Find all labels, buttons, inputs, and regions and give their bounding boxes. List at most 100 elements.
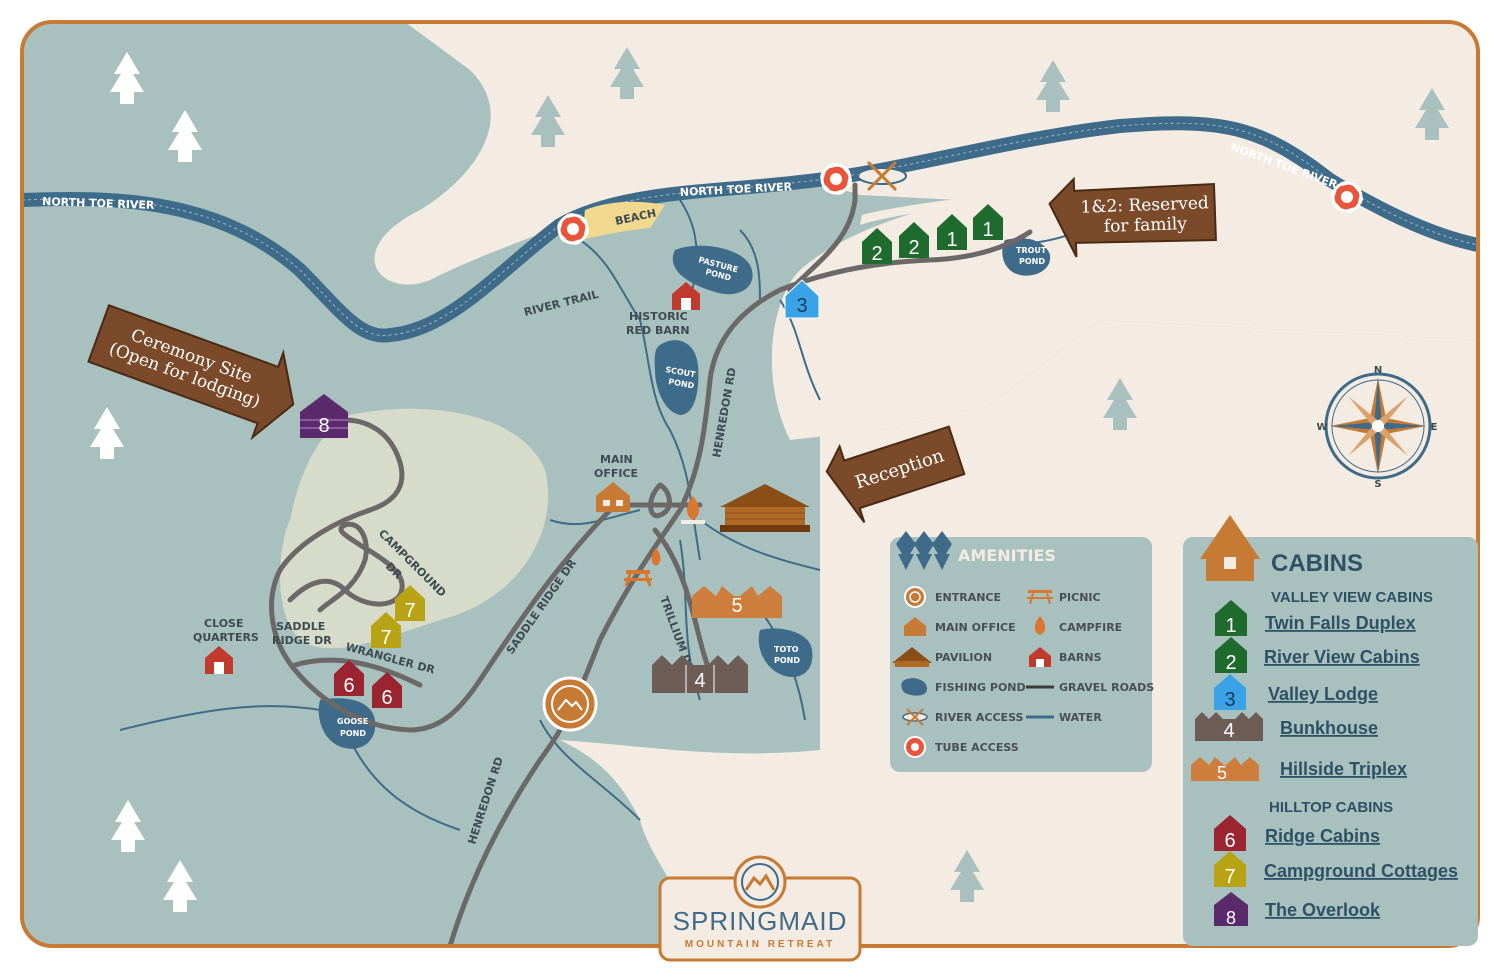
svg-text:6: 6: [343, 675, 354, 697]
svg-text:5: 5: [731, 595, 742, 617]
legend-water: WATER: [1059, 711, 1102, 724]
river-label-left: NORTH TOE RIVER: [42, 195, 155, 212]
wrangler-dr: [292, 657, 423, 688]
svg-text:4: 4: [694, 670, 705, 692]
compass-west: W: [1316, 422, 1327, 433]
trout-pond-label: TROUT: [1016, 246, 1047, 255]
toto-pond: [758, 628, 813, 677]
historic-red-barn: [672, 282, 700, 310]
cabin-3: 3: [784, 279, 820, 319]
cabins-title-icon: [1200, 515, 1260, 581]
springmaid-logo: SPRINGMAID MOUNTAIN RETREAT: [658, 855, 862, 962]
logo-name: SPRINGMAID: [673, 906, 848, 936]
valley-view-heading: VALLEY VIEW CABINS: [1271, 589, 1433, 606]
svg-text:2: 2: [908, 237, 919, 259]
campfire-icon-2: [651, 548, 661, 566]
scout-pond: [654, 340, 699, 415]
cabin-markers[interactable]: 2 2 1 1 3 5 4 7 7 6 6 8: [300, 204, 1003, 709]
legend-tube-access: TUBE ACCESS: [935, 741, 1019, 754]
pavilion-icon: [720, 484, 810, 532]
main-office-icon: [596, 482, 630, 512]
cabin-1-a: 1: [937, 214, 967, 251]
amenities-legend: AMENITIES ENTRANCE MAIN OFFICE PAVILION …: [890, 531, 1154, 772]
goose-pond-label: GOOSE: [337, 717, 368, 726]
family-sign-line-2: for family: [1104, 214, 1188, 237]
entrance-icon[interactable]: [542, 676, 598, 732]
tube-access-markers: [557, 163, 1363, 245]
trout-pond-label-2: POND: [1019, 257, 1045, 266]
legend-barns: BARNS: [1059, 651, 1102, 664]
legend-river-access: RIVER ACCESS: [935, 711, 1023, 724]
cabins-legend: CABINS VALLEY VIEW CABINS 1 Twin Falls D…: [1183, 515, 1478, 946]
cabin-8: 8: [300, 394, 348, 438]
legend-twin-falls-duplex[interactable]: Twin Falls Duplex: [1265, 613, 1416, 633]
legend-pavilion: PAVILION: [935, 651, 992, 664]
legend-picnic: PICNIC: [1059, 591, 1101, 604]
svg-text:7: 7: [404, 600, 415, 622]
svg-text:2: 2: [871, 243, 882, 265]
legend-valley-lodge[interactable]: Valley Lodge: [1268, 684, 1378, 704]
main-office-label-2: OFFICE: [594, 467, 638, 480]
svg-text:8: 8: [1226, 908, 1236, 928]
cabins-title: CABINS: [1271, 550, 1363, 577]
legend-hillside-triplex[interactable]: Hillside Triplex: [1280, 759, 1407, 779]
svg-text:6: 6: [381, 687, 392, 709]
legend-entrance: ENTRANCE: [935, 591, 1001, 604]
saddle-ridge-dr-label-2: RIDGE DR: [272, 634, 332, 647]
cabin-4: 4: [652, 655, 748, 693]
trout-pond: [1002, 238, 1051, 276]
amenities-trees-icon: [896, 531, 952, 570]
amenities-title: AMENITIES: [958, 546, 1056, 565]
campfire-icon: [681, 496, 705, 524]
legend-gravel-roads: GRAVEL ROADS: [1059, 681, 1154, 694]
goose-pond-label-2: POND: [340, 729, 366, 738]
logo-tagline: MOUNTAIN RETREAT: [685, 939, 835, 950]
historic-red-barn-label: HISTORIC: [629, 310, 688, 323]
svg-text:5: 5: [1217, 763, 1227, 783]
svg-text:1: 1: [1225, 615, 1236, 637]
svg-text:6: 6: [1224, 830, 1235, 852]
cabin-2-a: 2: [862, 228, 892, 265]
cabin-6-a: 6: [334, 660, 364, 697]
reception-sign: Reception: [825, 425, 966, 523]
cabin-5: 5: [692, 586, 782, 618]
compass-south: S: [1374, 479, 1381, 490]
beach: [582, 201, 665, 240]
close-quarters-barn: [205, 646, 233, 674]
close-quarters-label: CLOSE: [204, 617, 243, 630]
svg-text:7: 7: [380, 627, 391, 649]
saddle-ridge-dr: [269, 417, 623, 733]
svg-text:4: 4: [1223, 720, 1234, 742]
svg-text:3: 3: [796, 295, 807, 317]
toto-pond-label-2: POND: [774, 656, 800, 665]
cabin-6-b: 6: [372, 672, 402, 709]
svg-text:7: 7: [1224, 866, 1235, 888]
legend-river-view-cabins[interactable]: River View Cabins: [1264, 647, 1420, 667]
cabin-7-a: 7: [395, 585, 425, 622]
cabin-2-b: 2: [899, 222, 929, 259]
legend-campfire: CAMPFIRE: [1059, 621, 1122, 634]
legend-the-overlook[interactable]: The Overlook: [1265, 900, 1381, 920]
goose-pond: [318, 698, 376, 749]
picnic-icon: [624, 570, 652, 587]
saddle-ridge-dr-label: SADDLE: [276, 620, 325, 633]
family-sign-line-1: 1&2: Reserved: [1080, 193, 1209, 217]
legend-campground-cottages[interactable]: Campground Cottages: [1264, 861, 1458, 881]
main-office-label: MAIN: [600, 453, 633, 466]
henredon-rd: [447, 229, 1033, 946]
river-label-mid: NORTH TOE RIVER: [679, 180, 792, 199]
entrance-road: [787, 182, 858, 293]
compass-east: E: [1431, 422, 1438, 433]
family-reserved-sign: 1&2: Reserved for family: [1048, 176, 1217, 258]
svg-text:8: 8: [318, 415, 329, 437]
toto-pond-label: TOTO: [774, 645, 799, 654]
compass-north: N: [1374, 365, 1382, 376]
compass-rose: N S E W: [1316, 365, 1437, 490]
legend-bunkhouse[interactable]: Bunkhouse: [1280, 718, 1378, 738]
legend-ridge-cabins[interactable]: Ridge Cabins: [1265, 826, 1380, 846]
cabin-1-b: 1: [973, 204, 1003, 241]
close-quarters-label-2: QUARTERS: [193, 631, 259, 644]
hilltop-heading: HILLTOP CABINS: [1269, 799, 1393, 816]
pasture-pond: [672, 245, 753, 295]
